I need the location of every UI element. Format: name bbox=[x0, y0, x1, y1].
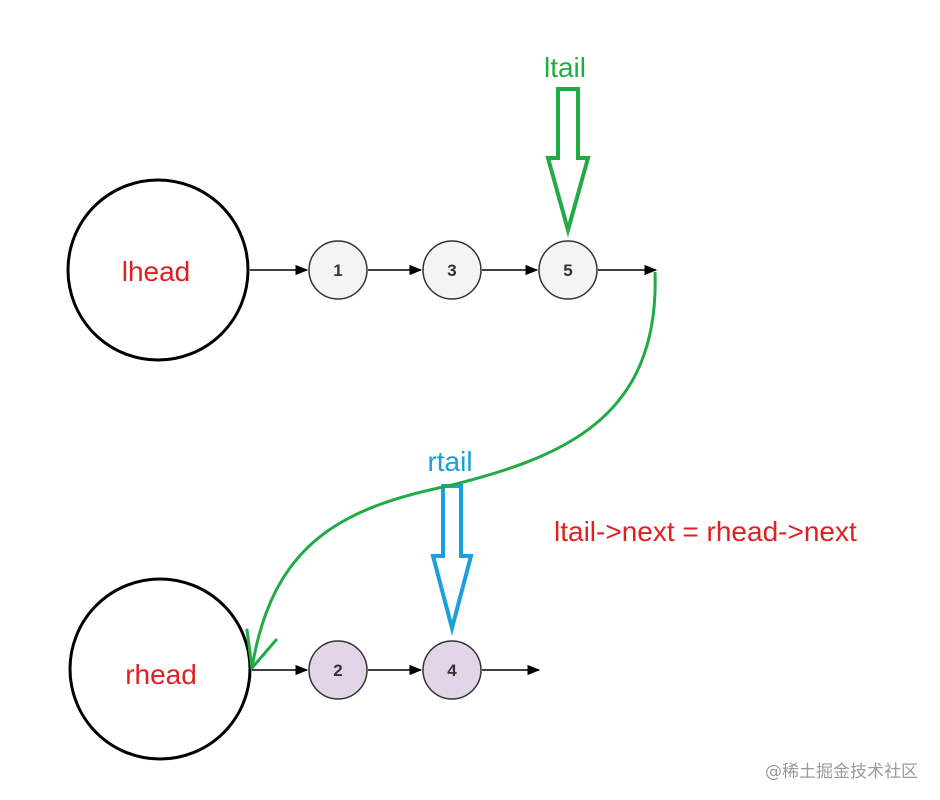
left-node-5-label: 5 bbox=[563, 261, 572, 280]
relink-formula: ltail->next = rhead->next bbox=[554, 516, 857, 547]
watermark-text: @稀土掘金技术社区 bbox=[765, 762, 918, 782]
left-list-node-5: 5 bbox=[538, 240, 598, 300]
rtail-pointer-arrow bbox=[430, 484, 474, 636]
ltail-to-rhead-connector-head bbox=[245, 628, 278, 670]
right-node-4-label: 4 bbox=[447, 661, 457, 680]
right-node-2-label: 2 bbox=[333, 661, 342, 680]
rhead-circle bbox=[68, 577, 252, 761]
rtail-label: rtail bbox=[427, 446, 472, 477]
ltail-to-rhead-connector bbox=[250, 271, 657, 669]
lhead-circle bbox=[66, 178, 250, 362]
ltail-pointer-arrow bbox=[545, 87, 591, 238]
lhead-label: lhead bbox=[122, 256, 191, 287]
right-list-node-4: 4 bbox=[422, 640, 482, 700]
left-list-node-1: 1 bbox=[308, 240, 368, 300]
left-list-node-3: 3 bbox=[422, 240, 482, 300]
left-node-3-label: 3 bbox=[447, 261, 456, 280]
ltail-label: ltail bbox=[544, 52, 586, 83]
left-node-1-label: 1 bbox=[333, 261, 342, 280]
rhead-label: rhead bbox=[125, 659, 197, 690]
right-list-node-2: 2 bbox=[308, 640, 368, 700]
